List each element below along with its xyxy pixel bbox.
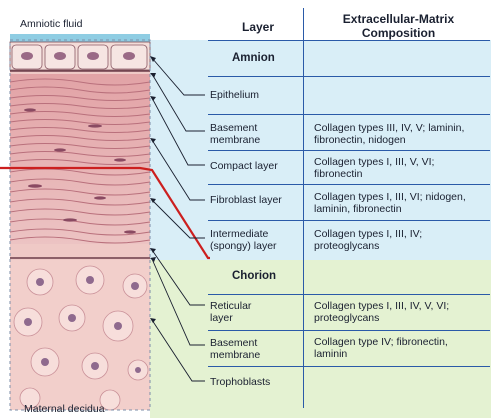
header-composition-line1: Extracellular-Matrix: [342, 12, 455, 26]
rule-amnion: [208, 76, 490, 77]
membrane-illustration: [0, 34, 210, 411]
section-amnion: Amnion: [232, 52, 275, 64]
rule-header: [208, 40, 490, 41]
rule-basement-1: [208, 150, 490, 151]
rule-fibroblast: [208, 220, 490, 221]
fibrous-layers: [9, 74, 151, 244]
header-composition: Extracellular-Matrix Composition: [306, 12, 491, 40]
layer-compact: Compact layer: [210, 160, 278, 172]
rule-epithelium: [208, 114, 490, 115]
header-layer: Layer: [241, 20, 275, 34]
composition-basement-membrane-amnion: Collagen types III, IV, V; laminin,fibro…: [314, 122, 465, 146]
column-divider: [303, 8, 304, 408]
label-maternal-decidua: Maternal decidua: [24, 403, 105, 415]
trophoblast-cells: [10, 260, 150, 411]
rule-compact: [208, 184, 490, 185]
composition-intermediate-spongy: Collagen types I, III, IV;proteoglycans: [314, 228, 423, 252]
chorion-background: [150, 260, 491, 418]
amnion-chorion-boundary: [0, 166, 210, 260]
header-composition-line2: Composition: [361, 26, 436, 40]
table-header-background: [205, 0, 491, 40]
epithelium-cells: [9, 41, 151, 72]
rule-basement-2: [208, 366, 490, 367]
arrowheads: [150, 56, 156, 323]
layer-fibroblast: Fibroblast layer: [210, 194, 282, 206]
rule-reticular: [208, 330, 490, 331]
section-chorion: Chorion: [232, 270, 277, 282]
layer-trophoblasts: Trophoblasts: [210, 376, 271, 388]
leader-arrows: [151, 57, 205, 382]
label-amniotic-fluid: Amniotic fluid: [20, 18, 83, 30]
layer-intermediate-spongy: Intermediate(spongy) layer: [210, 228, 277, 252]
composition-fibroblast: Collagen types I, III, VI; nidogen,lamin…: [314, 191, 466, 215]
layer-epithelium: Epithelium: [210, 89, 260, 101]
amniotic-fluid-fringe: [10, 34, 150, 42]
fibroblast-nuclei: [24, 108, 136, 234]
composition-basement-membrane-chorion: Collagen type IV; fibronectin,laminin: [314, 336, 448, 360]
composition-reticular: Collagen types I, III, IV, V, VI;proteog…: [314, 300, 450, 324]
illustration-outline: [9, 39, 151, 411]
composition-compact: Collagen types I, III, V, VI;fibronectin: [314, 156, 435, 180]
rule-chorion: [208, 294, 490, 295]
